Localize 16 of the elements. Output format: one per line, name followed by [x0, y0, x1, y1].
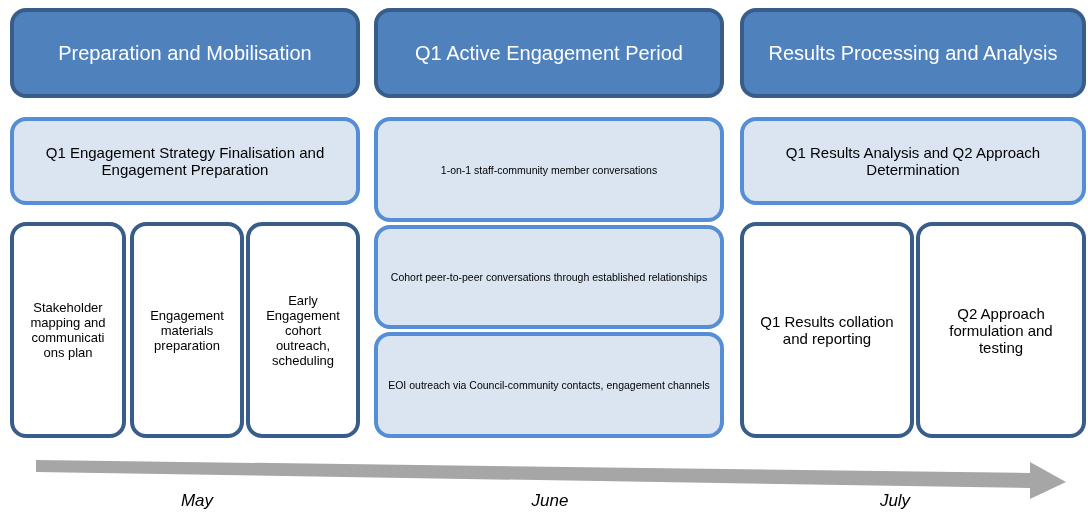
task-box: Q2 Approach formulation and testing: [916, 222, 1086, 438]
stage-box: Cohort peer-to-peer conversations through established relationships: [374, 225, 724, 329]
task-box: Early Engagement cohort outreach, scheduling: [246, 222, 360, 438]
task-box: Stakeholder mapping and communications plan: [10, 222, 126, 438]
phase-header: Preparation and Mobilisation: [10, 8, 360, 98]
phase-header: Results Processing and Analysis: [740, 8, 1086, 98]
stage-box: EOI outreach via Council-community contacts, engagement channels: [374, 332, 724, 438]
task-box: Engagement materials preparation: [130, 222, 244, 438]
month-label: July: [879, 491, 911, 511]
month-label: May: [180, 491, 214, 511]
phase-header: Q1 Active Engagement Period: [374, 8, 724, 98]
task-box: Q1 Results collation and reporting: [740, 222, 914, 438]
stage-box: Q1 Engagement Strategy Finalisation and Engagement Preparation: [10, 117, 360, 205]
month-label: June: [531, 491, 569, 511]
stage-box: Q1 Results Analysis and Q2 Approach Determination: [740, 117, 1086, 205]
stage-box: 1-on-1 staff-community member conversations: [374, 117, 724, 222]
